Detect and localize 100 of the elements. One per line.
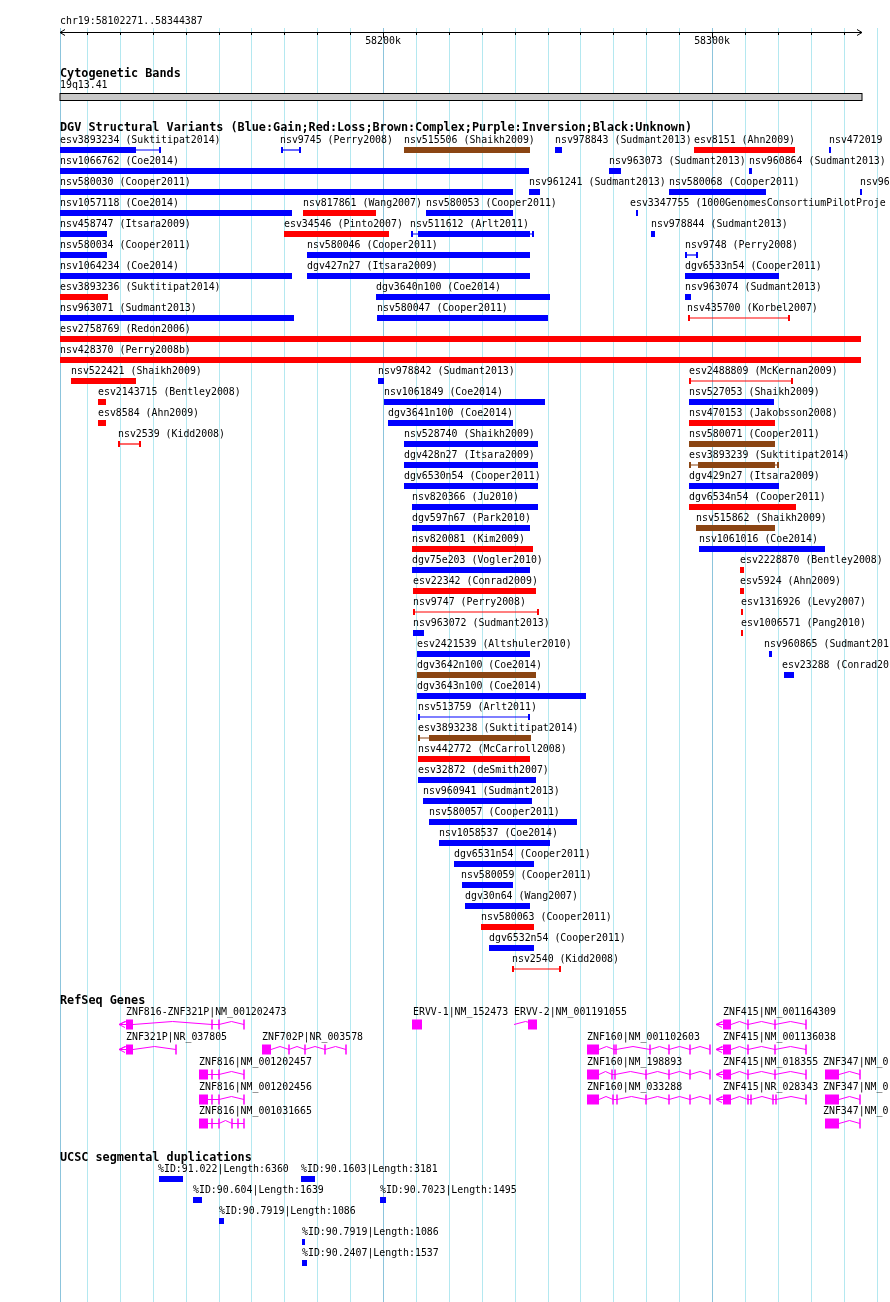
gene-label: ERVV-1|NM_152473 <box>413 1006 509 1018</box>
variant-label: nsv470153 (Jakobsson2008) <box>689 407 838 419</box>
variant-label: nsv458747 (Itsara2009) <box>60 218 191 230</box>
variant-label: nsv960865 (Sudmant201 <box>764 638 889 650</box>
variant-label: esv32872 (deSmith2007) <box>418 764 549 776</box>
variant-label: esv23288 (Conrad20 <box>782 659 889 671</box>
variant-label: esv1006571 (Pang2010) <box>741 617 866 629</box>
tick-label: 58200k <box>364 35 402 47</box>
band-label: 19q13.41 <box>60 79 108 91</box>
track-title: UCSC segmental duplications <box>60 1151 252 1164</box>
variant-label: nsv580063 (Cooper2011) <box>481 911 612 923</box>
variant-label: esv34546 (Pinto2007) <box>284 218 403 230</box>
track-title: RefSeq Genes <box>60 994 146 1007</box>
gene-label: ZNF816-ZNF321P|NM_001202473 <box>126 1006 287 1018</box>
variant-label: nsv1064234 (Coe2014) <box>60 260 179 272</box>
variant-label: esv2228870 (Bentley2008) <box>740 554 883 566</box>
variant-label: dgv429n27 (Itsara2009) <box>689 470 820 482</box>
duplication-label: %ID:90.7023|Length:1495 <box>380 1184 517 1196</box>
gene-label: ZNF816|NM_001202457 <box>199 1056 312 1068</box>
variant-label: esv3893238 (Suktitipat2014) <box>418 722 579 734</box>
variant-label: nsv960864 (Sudmant2013) <box>749 155 886 167</box>
duplication-label: %ID:90.2407|Length:1537 <box>302 1247 439 1259</box>
variant-label: esv8151 (Ahn2009) <box>694 134 796 146</box>
gene-label: ZNF415|NM_001136038 <box>723 1031 836 1043</box>
variant-label: nsv978843 (Sudmant2013) <box>555 134 692 146</box>
variant-label: nsv978842 (Sudmant2013) <box>378 365 515 377</box>
variant-label: nsv580071 (Cooper2011) <box>689 428 820 440</box>
variant-label: nsv1061016 (Coe2014) <box>699 533 818 545</box>
variant-label: nsv580059 (Cooper2011) <box>461 869 592 881</box>
variant-label: dgv6533n54 (Cooper2011) <box>685 260 822 272</box>
variant-label: nsv9745 (Perry2008) <box>280 134 393 146</box>
variant-label: nsv2540 (Kidd2008) <box>512 953 619 965</box>
variant-label: nsv1061849 (Coe2014) <box>384 386 503 398</box>
variant-label: nsv428370 (Perry2008b) <box>60 344 191 356</box>
variant-label: nsv580030 (Cooper2011) <box>60 176 191 188</box>
gene-label: ERVV-2|NM_001191055 <box>514 1006 627 1018</box>
gene-label: ZNF160|NM_198893 <box>587 1056 683 1068</box>
variant-label: nsv817861 (Wang2007) <box>303 197 422 209</box>
track-title: DGV Structural Variants (Blue:Gain;Red:Loss;Brown:Complex;Purple:Inversion;Black:Unknown) <box>60 121 693 134</box>
tick-label: 58300k <box>693 35 731 47</box>
variant-label: nsv96 <box>860 176 890 188</box>
duplication-label: %ID:90.7919|Length:1086 <box>302 1226 439 1238</box>
variant-label: nsv1057118 (Coe2014) <box>60 197 179 209</box>
variant-label: dgv6531n54 (Cooper2011) <box>454 848 591 860</box>
ruler-label: chr19:58102271..58344387 <box>60 15 203 27</box>
variant-label: dgv428n27 (Itsara2009) <box>404 449 535 461</box>
gene-label: ZNF816|NM_001031665 <box>199 1105 312 1117</box>
variant-label: dgv3643n100 (Coe2014) <box>417 680 542 692</box>
variant-label: esv2143715 (Bentley2008) <box>98 386 241 398</box>
variant-label: dgv6532n54 (Cooper2011) <box>489 932 626 944</box>
variant-label: nsv580046 (Cooper2011) <box>307 239 438 251</box>
variant-label: nsv580047 (Cooper2011) <box>377 302 508 314</box>
gene-label: ZNF702P|NR_003578 <box>262 1031 364 1043</box>
gene-label: ZNF160|NM_033288 <box>587 1081 683 1093</box>
variant-label: dgv75e203 (Vogler2010) <box>412 554 543 566</box>
gene-label: ZNF321P|NR_037805 <box>126 1031 228 1043</box>
variant-label: nsv513759 (Arlt2011) <box>418 701 537 713</box>
gene-label: ZNF415|NM_018355 <box>723 1056 819 1068</box>
variant-label: nsv963074 (Sudmant2013) <box>685 281 822 293</box>
variant-label: dgv3641n100 (Coe2014) <box>388 407 513 419</box>
gene-label: ZNF347|NM_0 <box>823 1081 889 1093</box>
duplication-label: %ID:90.604|Length:1639 <box>193 1184 324 1196</box>
variant-label: esv3347755 (1000GenomesConsortiumPilotProje <box>630 197 886 209</box>
variant-label: nsv580034 (Cooper2011) <box>60 239 191 251</box>
gene-label: ZNF415|NR_028343 <box>723 1081 819 1093</box>
variant-label: dgv30n64 (Wang2007) <box>465 890 578 902</box>
variant-label: nsv515506 (Shaikh2009) <box>404 134 535 146</box>
variant-label: nsv442772 (McCarroll2008) <box>418 743 567 755</box>
variant-label: esv5924 (Ahn2009) <box>740 575 842 587</box>
duplication-label: %ID:91.022|Length:6360 <box>158 1163 289 1175</box>
variant-label: esv2488809 (McKernan2009) <box>689 365 838 377</box>
variant-label: nsv435700 (Korbel2007) <box>687 302 818 314</box>
variant-label: dgv597n67 (Park2010) <box>412 512 531 524</box>
variant-label: dgv3640n100 (Coe2014) <box>376 281 501 293</box>
gene-label: ZNF415|NM_001164309 <box>723 1006 836 1018</box>
variant-label: nsv472019 <box>829 134 883 146</box>
variant-label: nsv580053 (Cooper2011) <box>426 197 557 209</box>
variant-label: nsv522421 (Shaikh2009) <box>71 365 202 377</box>
variant-label: nsv963071 (Sudmant2013) <box>60 302 197 314</box>
variant-label: esv8584 (Ahn2009) <box>98 407 200 419</box>
variant-label: nsv528740 (Shaikh2009) <box>404 428 535 440</box>
variant-label: esv22342 (Conrad2009) <box>413 575 538 587</box>
variant-label: nsv580057 (Cooper2011) <box>429 806 560 818</box>
duplication-label: %ID:90.7919|Length:1086 <box>219 1205 356 1217</box>
variant-label: nsv580068 (Cooper2011) <box>669 176 800 188</box>
gene-label: ZNF160|NM_001102603 <box>587 1031 700 1043</box>
track-title: Cytogenetic Bands <box>60 67 181 80</box>
gene-label: ZNF347|NM_0 <box>823 1105 889 1117</box>
variant-label: dgv6530n54 (Cooper2011) <box>404 470 541 482</box>
duplication-label: %ID:90.1603|Length:3181 <box>301 1163 438 1175</box>
variant-label: nsv960941 (Sudmant2013) <box>423 785 560 797</box>
variant-label: esv2758769 (Redon2006) <box>60 323 191 335</box>
variant-label: nsv511612 (Arlt2011) <box>410 218 529 230</box>
gene-label: ZNF347|NM_0 <box>823 1056 889 1068</box>
variant-label: nsv978844 (Sudmant2013) <box>651 218 788 230</box>
variant-label: nsv1058537 (Coe2014) <box>439 827 558 839</box>
variant-label: nsv820366 (Ju2010) <box>412 491 519 503</box>
variant-label: esv1316926 (Levy2007) <box>741 596 866 608</box>
variant-label: nsv9748 (Perry2008) <box>685 239 798 251</box>
gene-label: ZNF816|NM_001202456 <box>199 1081 312 1093</box>
